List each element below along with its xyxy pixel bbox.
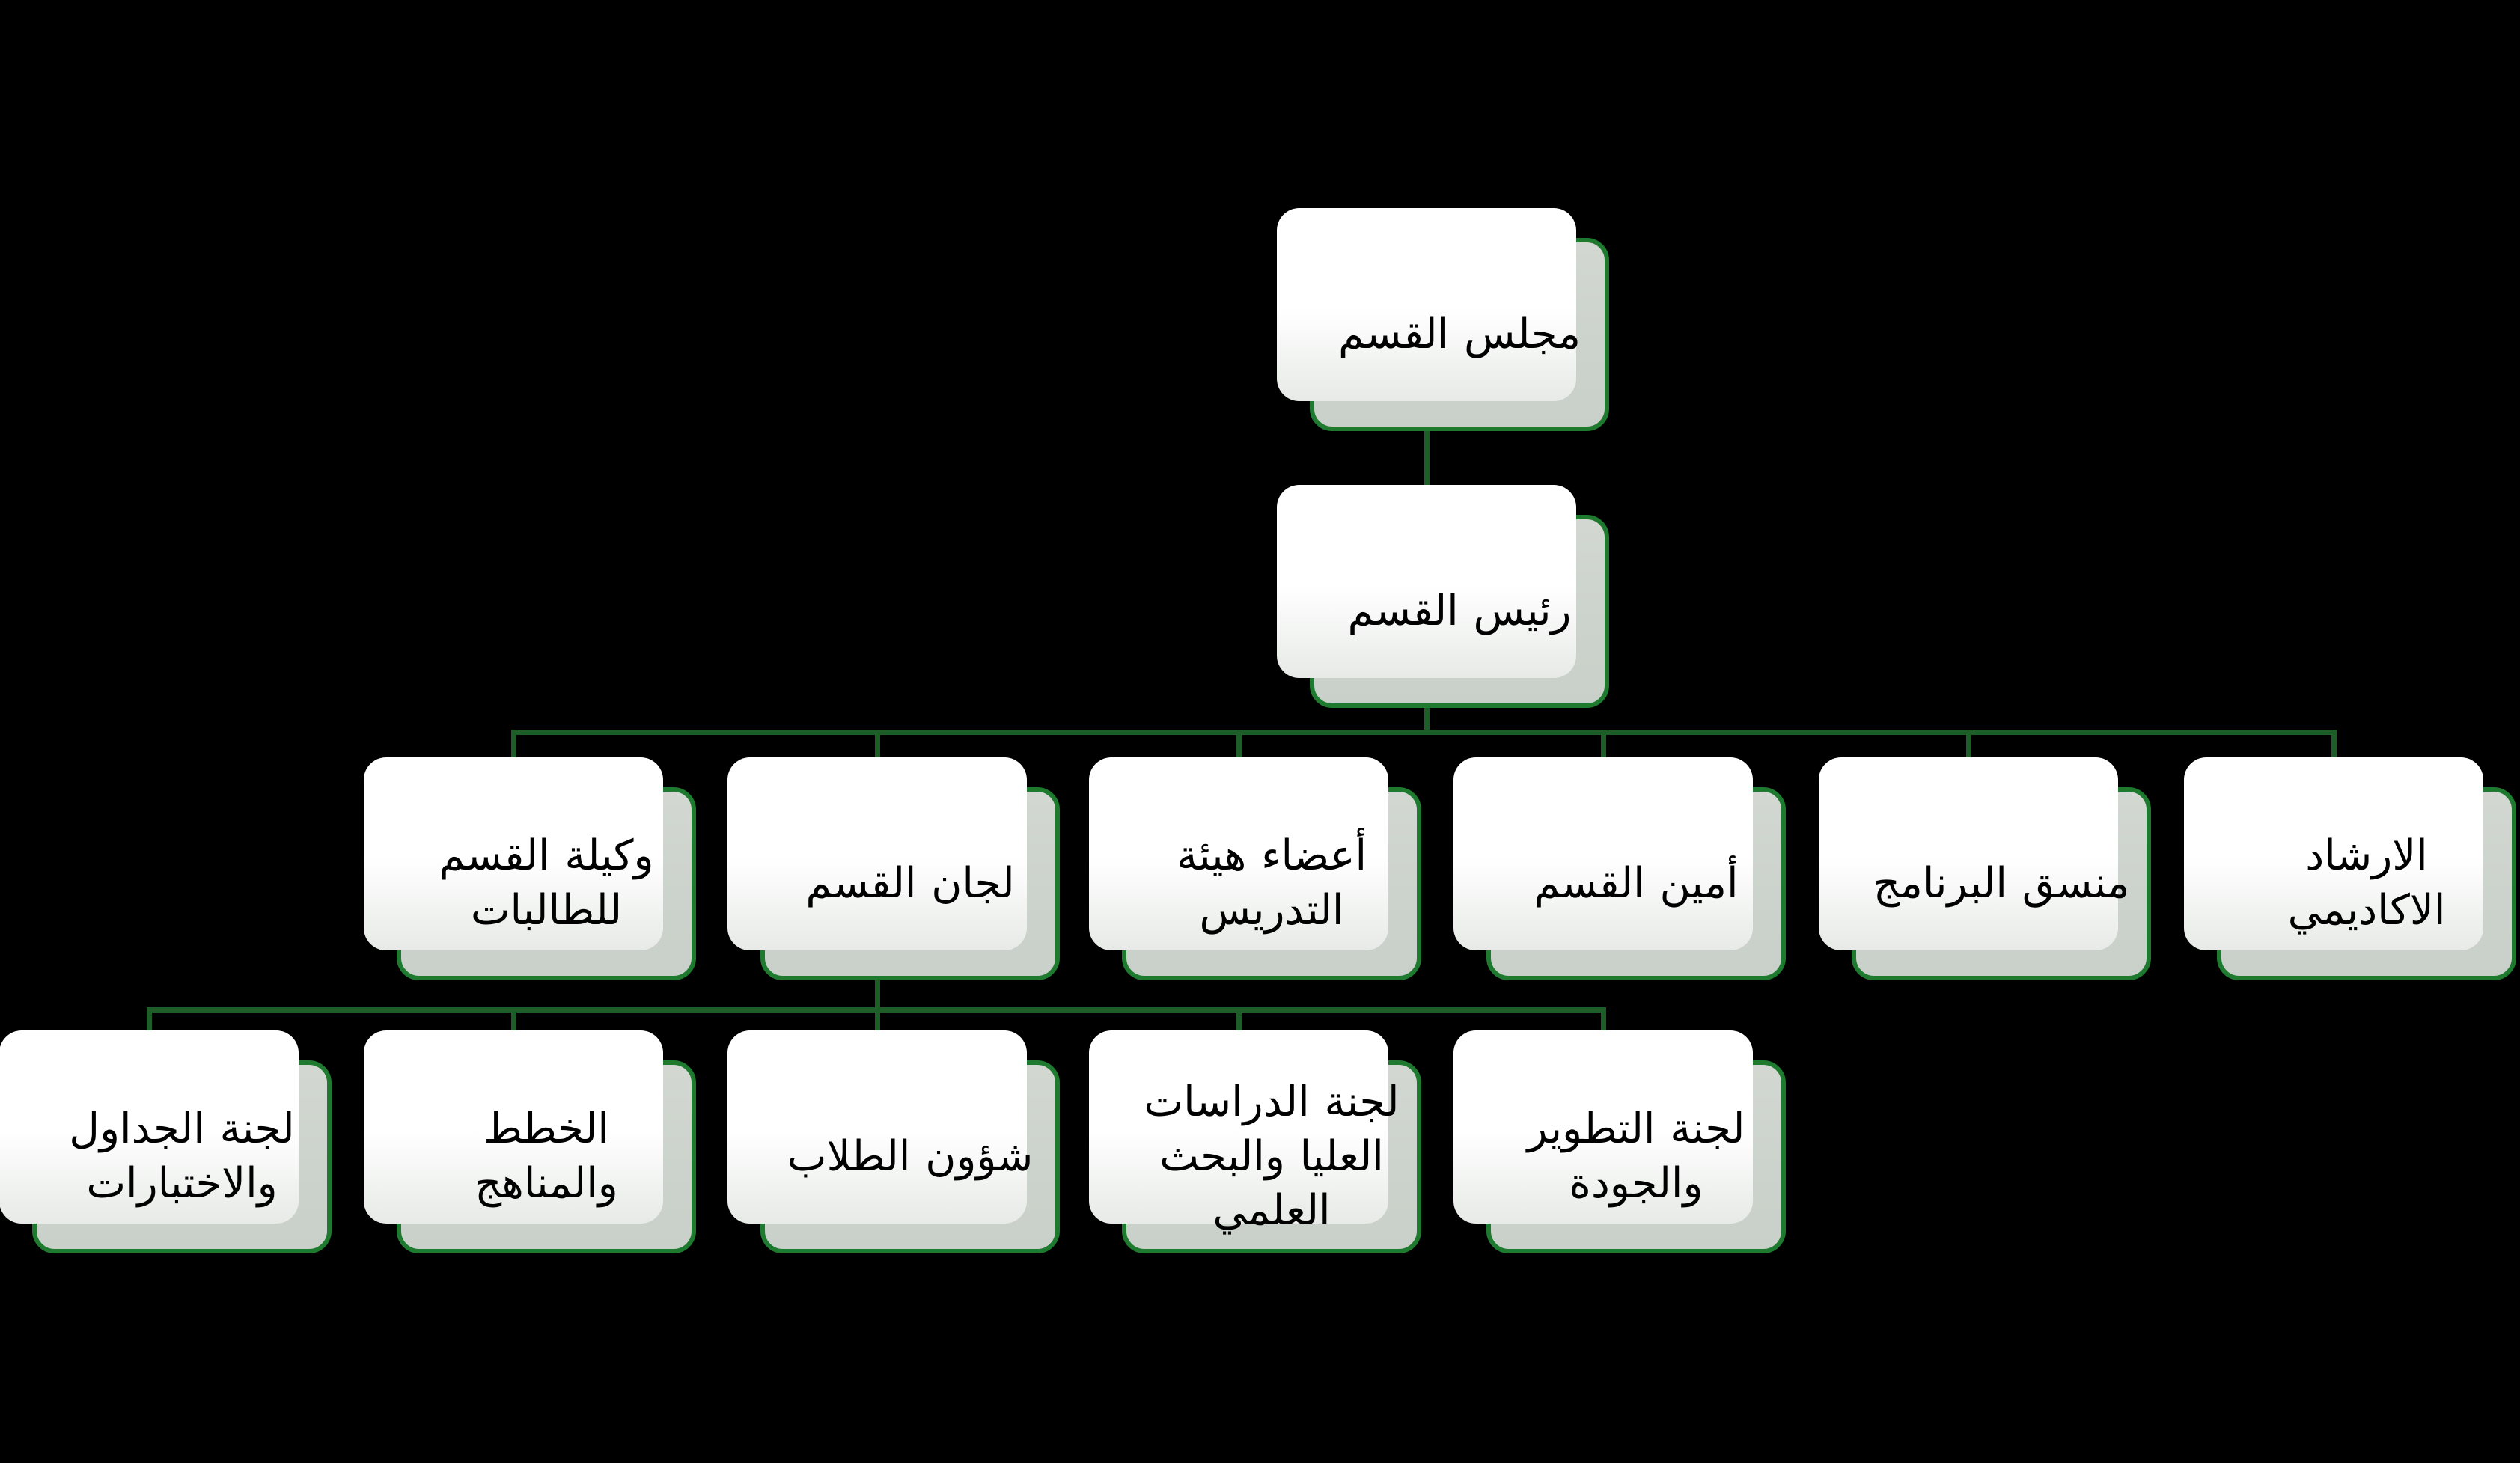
node-plans-curricula-committee-label: الخطط والمناهج	[475, 1105, 618, 1208]
node-academic-advising: الارشاد الاكاديمي	[2184, 757, 2516, 980]
node-vice-for-female-students: وكيلة القسم للطالبات	[364, 757, 696, 980]
node-department-council: مجلس القسم	[1277, 208, 1609, 431]
node-faculty-members: أعضاء هيئة التدريس	[1089, 757, 1421, 980]
node-student-affairs-committee-label: شؤون الطلاب	[787, 1131, 1034, 1181]
node-schedules-exams-committee: لجنة الجداول والاختبارات	[0, 1030, 332, 1253]
node-academic-advising-label: الارشاد الاكاديمي	[2287, 831, 2446, 935]
node-department-secretary: أمين القسم	[1453, 757, 1786, 980]
node-program-coordinator-label: منسق البرنامج	[1873, 858, 2130, 908]
node-graduate-studies-research-committee-label: لجنة الدراسات العليا والبحث العلمي	[1144, 1077, 1400, 1236]
node-department-head: رئيس القسم	[1277, 485, 1609, 708]
node-faculty-members-label: أعضاء هيئة التدريس	[1176, 831, 1367, 935]
node-development-quality-committee: لجنة التطوير والجودة	[1453, 1030, 1786, 1253]
node-student-affairs-committee: شؤون الطلاب	[727, 1030, 1060, 1253]
node-development-quality-committee-label: لجنة التطوير والجودة	[1527, 1105, 1745, 1208]
node-vice-for-female-students-label: وكيلة القسم للطالبات	[439, 831, 654, 935]
node-plans-curricula-committee: الخطط والمناهج	[364, 1030, 696, 1253]
node-graduate-studies-research-committee: لجنة الدراسات العليا والبحث العلمي	[1089, 1030, 1421, 1253]
node-department-council-label: مجلس القسم	[1337, 309, 1581, 358]
node-department-committees-label: لجان القسم	[805, 858, 1015, 908]
node-department-head-label: رئيس القسم	[1347, 586, 1572, 635]
node-department-committees: لجان القسم	[727, 757, 1060, 980]
node-department-secretary-label: أمين القسم	[1534, 858, 1739, 908]
connector-level3-bus	[511, 730, 2337, 735]
node-schedules-exams-committee-label: لجنة الجداول والاختبارات	[69, 1105, 295, 1208]
connector-head-stem	[1424, 688, 1430, 735]
connector-committees-stem	[875, 958, 880, 1010]
node-program-coordinator: منسق البرنامج	[1819, 757, 2151, 980]
connector-council-to-head	[1424, 344, 1430, 531]
